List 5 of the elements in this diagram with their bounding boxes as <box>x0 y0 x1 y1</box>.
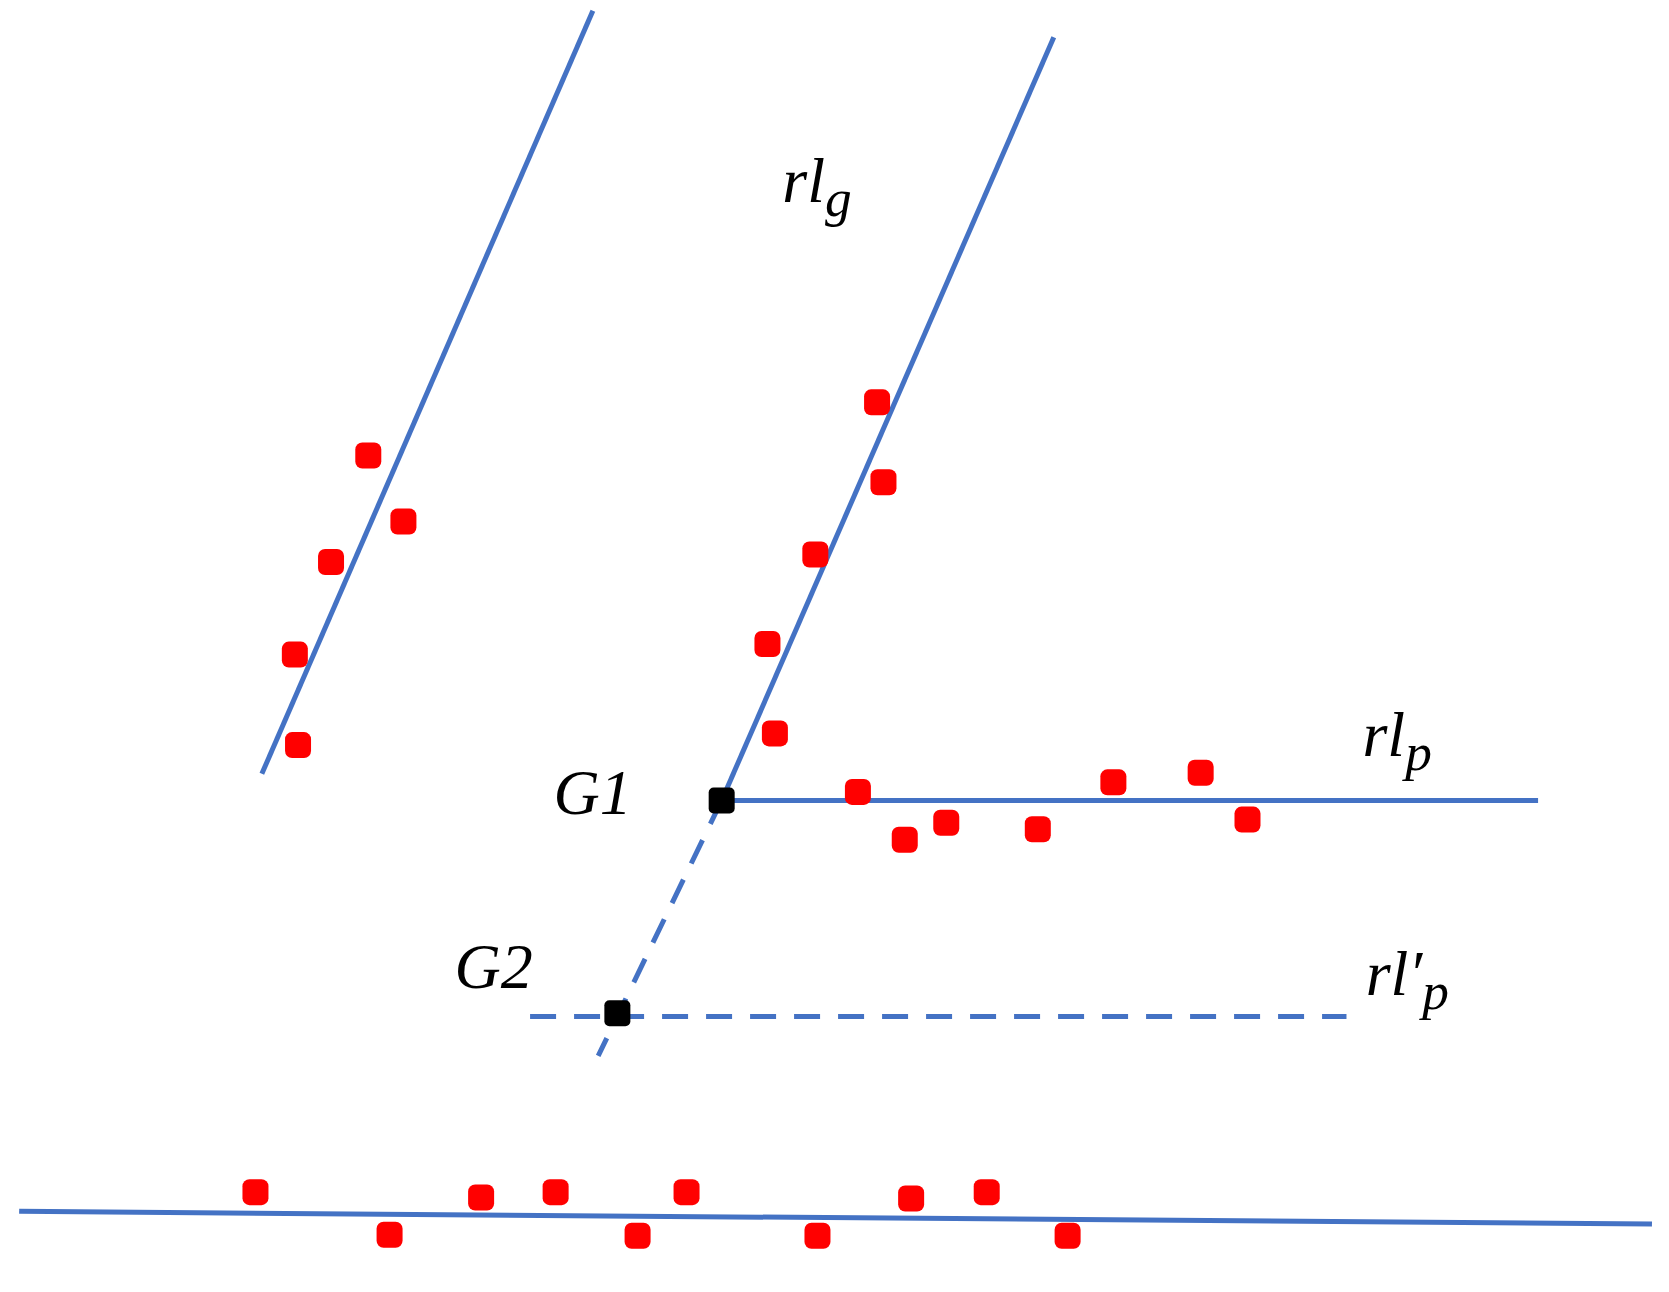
math-label: G1 <box>553 761 632 826</box>
math-label: rl$_{g}$ <box>782 149 852 226</box>
math-label: rl′$_{p}$ <box>1365 942 1449 1019</box>
math-label: G2 <box>454 934 533 999</box>
math-label: rl$_{p}$ <box>1362 702 1432 779</box>
